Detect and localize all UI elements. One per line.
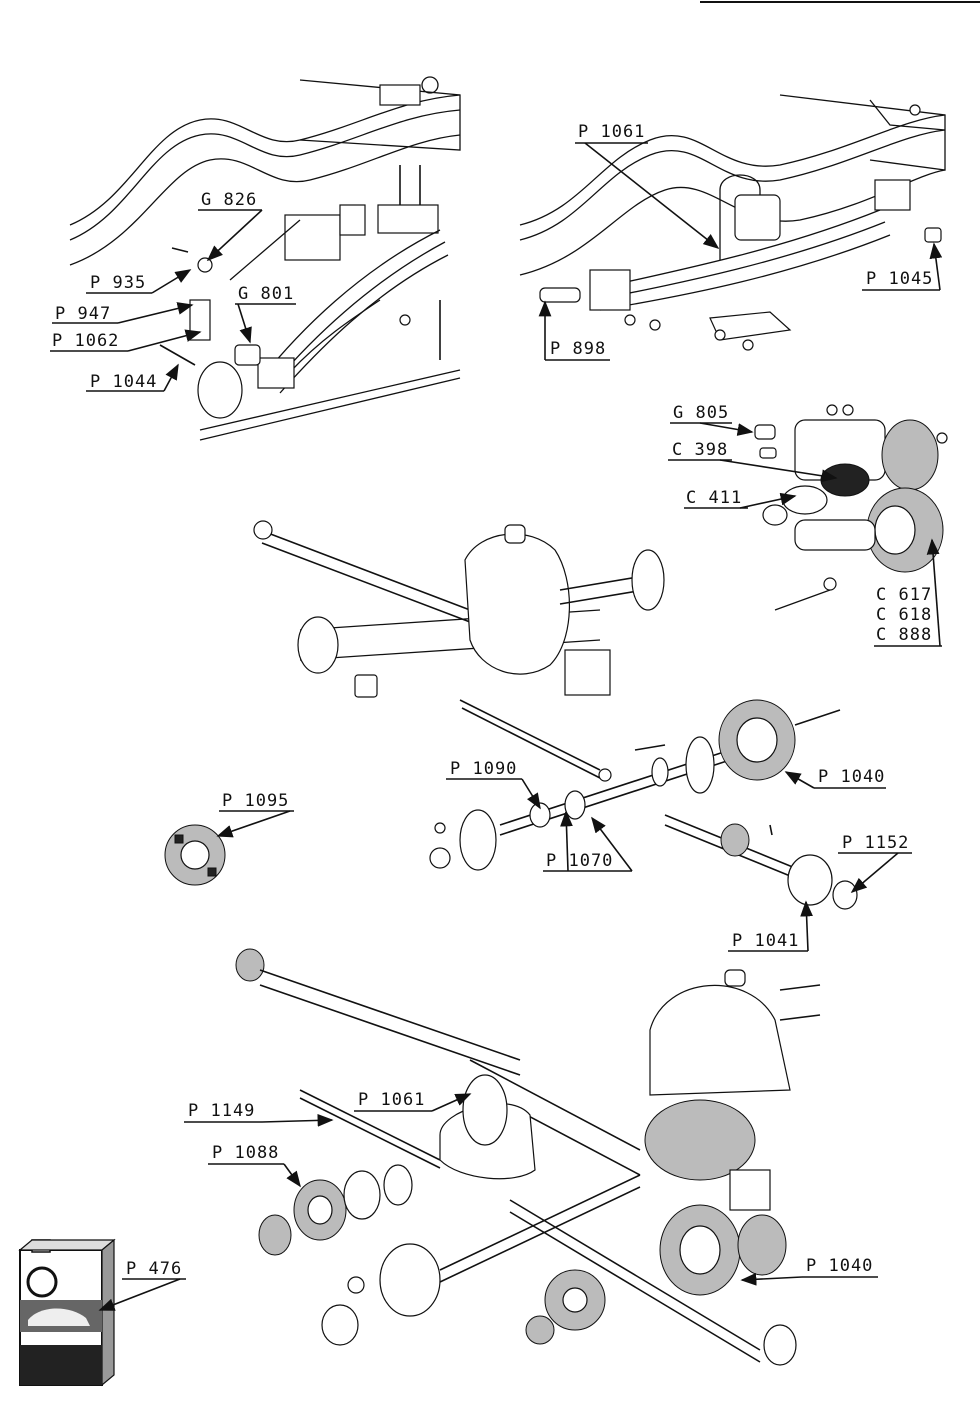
callout-g826: G 826 xyxy=(198,190,263,262)
label-g801: G 801 xyxy=(238,284,294,304)
callout-c398: C 398 xyxy=(668,440,838,483)
label-p1088: P 1088 xyxy=(212,1143,279,1163)
label-p1045: P 1045 xyxy=(866,269,933,289)
callout-p1070: P 1070 xyxy=(543,810,633,872)
label-p476: P 476 xyxy=(126,1259,182,1279)
label-p1090: P 1090 xyxy=(450,759,517,779)
label-p1152: P 1152 xyxy=(842,833,909,853)
differential-gear-cluster xyxy=(164,824,226,886)
front-spring-assembly xyxy=(69,76,461,441)
callout-p1090: P 1090 xyxy=(446,759,541,810)
label-p947: P 947 xyxy=(55,304,111,324)
callout-p898: P 898 xyxy=(538,300,610,361)
callout-p1041: P 1041 xyxy=(728,900,813,952)
label-p1041: P 1041 xyxy=(732,931,799,951)
label-p935: P 935 xyxy=(90,273,146,293)
label-c888: C 888 xyxy=(876,625,932,645)
label-c618: C 618 xyxy=(876,605,932,625)
label-c398: C 398 xyxy=(672,440,728,460)
label-p1061-bottom: P 1061 xyxy=(358,1090,425,1110)
label-c617: C 617 xyxy=(876,585,932,605)
callout-p1061-top: P 1061 xyxy=(575,122,720,249)
callout-p1088: P 1088 xyxy=(208,1143,301,1188)
half-shaft-differential xyxy=(429,699,858,910)
callout-p1045: P 1045 xyxy=(862,242,943,291)
callout-p1152: P 1152 xyxy=(838,833,912,894)
label-g826: G 826 xyxy=(201,190,257,210)
label-p1062: P 1062 xyxy=(52,331,119,351)
oil-tin-product xyxy=(18,1238,116,1387)
pinion-gear-assembly xyxy=(754,404,948,611)
callout-p1149: P 1149 xyxy=(184,1101,334,1127)
rear-axle-housing xyxy=(253,520,665,698)
label-p1095: P 1095 xyxy=(222,791,289,811)
rear-spring-assembly xyxy=(519,94,946,351)
label-p1044: P 1044 xyxy=(90,372,157,392)
callout-p1040-bottom: P 1040 xyxy=(740,1256,878,1286)
label-p1070: P 1070 xyxy=(546,851,613,871)
callout-p1061-bottom: P 1061 xyxy=(354,1090,472,1112)
label-p1040-bottom: P 1040 xyxy=(806,1256,873,1276)
callout-p947: P 947 xyxy=(52,302,194,324)
callout-p1040-mid: P 1040 xyxy=(784,767,886,789)
label-p1149: P 1149 xyxy=(188,1101,255,1121)
callout-p935: P 935 xyxy=(86,269,192,294)
label-p1040-mid: P 1040 xyxy=(818,767,885,787)
callout-c411: C 411 xyxy=(684,488,797,509)
label-p1061-top: P 1061 xyxy=(578,122,645,142)
label-g805: G 805 xyxy=(673,403,729,423)
callout-p476: P 476 xyxy=(98,1259,186,1311)
label-p898: P 898 xyxy=(550,339,606,359)
label-c411: C 411 xyxy=(686,488,742,508)
callout-c617-c618-c888: C 617 C 618 C 888 xyxy=(874,538,942,647)
callout-g805: G 805 xyxy=(670,403,754,436)
callout-g801: G 801 xyxy=(235,284,296,344)
complete-rear-axle xyxy=(235,948,821,1366)
callout-p1095: P 1095 xyxy=(216,791,294,838)
callout-p1044: P 1044 xyxy=(86,363,179,392)
callout-p1062: P 1062 xyxy=(50,329,202,352)
